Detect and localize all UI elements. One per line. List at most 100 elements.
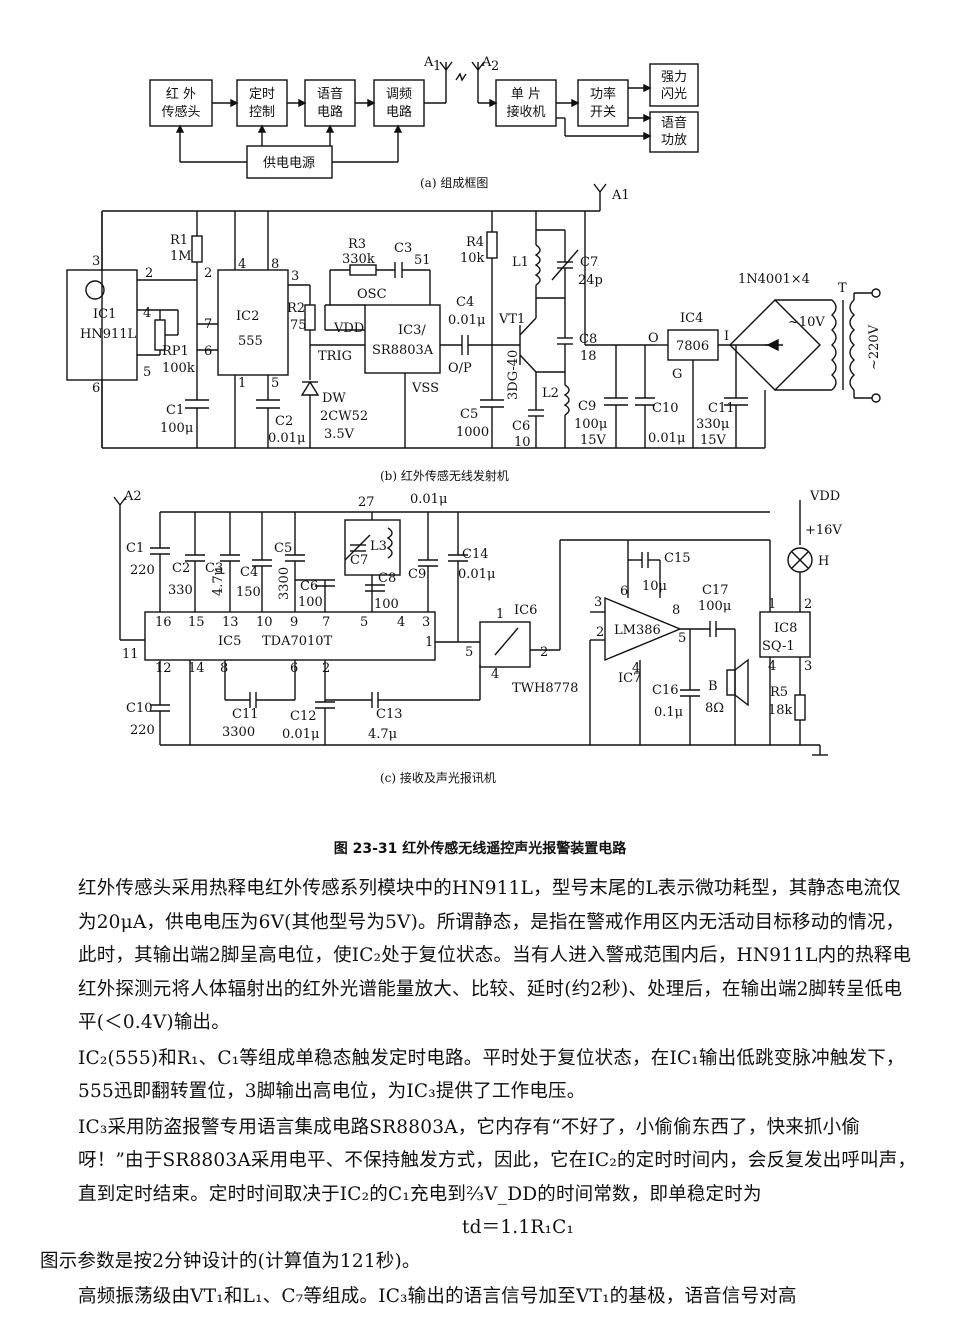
- svg-text:8: 8: [220, 661, 228, 676]
- svg-text:24p: 24p: [578, 273, 603, 288]
- svg-text:3300: 3300: [277, 567, 292, 600]
- svg-text:C9: C9: [578, 399, 596, 414]
- svg-text:LM386: LM386: [614, 623, 661, 638]
- svg-text:C11: C11: [708, 401, 735, 416]
- svg-text:10: 10: [514, 435, 531, 450]
- svg-text:C2: C2: [275, 414, 293, 429]
- svg-text:功放: 功放: [661, 133, 687, 148]
- svg-text:TDA7010T: TDA7010T: [262, 634, 333, 649]
- svg-text:定时: 定时: [249, 87, 275, 102]
- svg-text:27: 27: [358, 495, 375, 510]
- svg-text:语音: 语音: [317, 86, 343, 102]
- svg-text:1: 1: [496, 607, 504, 622]
- svg-text:TWH8778: TWH8778: [512, 681, 578, 696]
- svg-text:4.7μ: 4.7μ: [211, 567, 226, 596]
- svg-text:功率: 功率: [590, 86, 616, 102]
- svg-text:5: 5: [143, 365, 151, 380]
- svg-text:330: 330: [168, 583, 193, 598]
- paragraph-5: 高频振荡级由VT₁和L₁、C₇等组成。IC₃输出的语言信号加至VT₁的基极，语音…: [78, 1286, 797, 1307]
- svg-text:O/P: O/P: [448, 361, 472, 376]
- caption-a: (a) 组成框图: [420, 176, 488, 190]
- svg-text:C7: C7: [580, 255, 598, 270]
- svg-text:0.01μ: 0.01μ: [448, 313, 485, 328]
- svg-text:C16: C16: [652, 683, 679, 698]
- svg-text:闪光: 闪光: [661, 87, 687, 102]
- svg-text:C8: C8: [378, 571, 396, 586]
- svg-text:18k: 18k: [768, 703, 793, 718]
- svg-text:IC4: IC4: [680, 311, 703, 326]
- svg-text:75: 75: [290, 318, 307, 333]
- svg-text:A: A: [481, 55, 492, 70]
- svg-text:100μ: 100μ: [574, 417, 607, 432]
- svg-text:7806: 7806: [676, 339, 709, 354]
- svg-text:C6: C6: [300, 579, 318, 594]
- svg-text:5: 5: [271, 376, 279, 391]
- svg-text:220: 220: [130, 563, 155, 578]
- svg-text:R4: R4: [466, 235, 484, 250]
- svg-text:2: 2: [145, 266, 153, 281]
- svg-text:7: 7: [204, 317, 212, 332]
- svg-text:开关: 开关: [590, 105, 616, 120]
- svg-text:C8: C8: [579, 332, 597, 347]
- svg-text:3: 3: [594, 595, 602, 610]
- svg-text:6: 6: [620, 584, 628, 599]
- svg-text:传感头: 传感头: [161, 104, 200, 120]
- svg-text:3: 3: [291, 269, 299, 284]
- svg-text:150: 150: [236, 585, 261, 600]
- svg-text:5: 5: [360, 615, 368, 630]
- svg-text:8: 8: [271, 257, 279, 272]
- svg-text:SQ-1: SQ-1: [762, 639, 795, 654]
- svg-text:1M: 1M: [170, 249, 192, 264]
- svg-text:C10: C10: [126, 701, 153, 716]
- svg-text:3: 3: [804, 659, 812, 674]
- svg-text:16: 16: [155, 615, 172, 630]
- svg-text:0.01μ: 0.01μ: [458, 567, 495, 582]
- svg-text:8: 8: [672, 603, 680, 618]
- svg-text:3: 3: [422, 615, 430, 630]
- svg-text:C5: C5: [460, 407, 478, 422]
- svg-text:100k: 100k: [162, 361, 195, 376]
- svg-text:~10V: ~10V: [788, 315, 825, 330]
- svg-text:B: B: [708, 679, 718, 694]
- svg-text:555: 555: [238, 334, 263, 349]
- svg-text:IC6: IC6: [514, 603, 537, 618]
- svg-text:100: 100: [374, 597, 399, 612]
- svg-text:4: 4: [491, 667, 499, 682]
- svg-text:6: 6: [290, 661, 298, 676]
- receiver-circuit: [113, 496, 828, 756]
- svg-text:11: 11: [122, 647, 139, 662]
- svg-text:4.7μ: 4.7μ: [368, 727, 397, 742]
- svg-text:2: 2: [322, 661, 330, 676]
- svg-text:15: 15: [188, 615, 205, 630]
- svg-text:控制: 控制: [249, 105, 275, 120]
- svg-text:C17: C17: [702, 583, 729, 598]
- svg-text:4: 4: [143, 306, 151, 321]
- svg-text:6: 6: [204, 344, 212, 359]
- svg-text:DW: DW: [322, 391, 346, 406]
- svg-text:0.1μ: 0.1μ: [654, 705, 683, 720]
- svg-text:C7: C7: [350, 553, 368, 568]
- svg-text:14: 14: [188, 661, 205, 676]
- svg-text:2: 2: [804, 597, 812, 612]
- paragraph-3: IC₃采用防盗报警专用语言集成电路SR8803A，它内存有“不好了，小偷偷东西了…: [78, 1116, 917, 1205]
- svg-text:IC1: IC1: [93, 307, 116, 322]
- svg-text:OSC: OSC: [357, 287, 387, 302]
- svg-text:电路: 电路: [386, 104, 412, 120]
- svg-text:1: 1: [768, 597, 776, 612]
- svg-text:15V: 15V: [700, 433, 727, 448]
- svg-text:~220V: ~220V: [867, 324, 882, 370]
- svg-text:G: G: [672, 367, 682, 382]
- svg-text:强力: 强力: [661, 70, 687, 85]
- svg-text:C14: C14: [462, 547, 489, 562]
- svg-text:10k: 10k: [460, 251, 485, 266]
- svg-text:调频: 调频: [386, 87, 412, 102]
- svg-text:3: 3: [92, 254, 100, 269]
- svg-text:1: 1: [433, 59, 441, 74]
- svg-text:IC5: IC5: [218, 634, 241, 649]
- svg-text:9: 9: [290, 615, 298, 630]
- svg-text:10μ: 10μ: [642, 579, 667, 594]
- svg-text:1: 1: [425, 635, 433, 650]
- svg-text:1: 1: [238, 376, 246, 391]
- svg-text:单 片: 单 片: [511, 87, 541, 102]
- svg-text:100μ: 100μ: [160, 421, 193, 436]
